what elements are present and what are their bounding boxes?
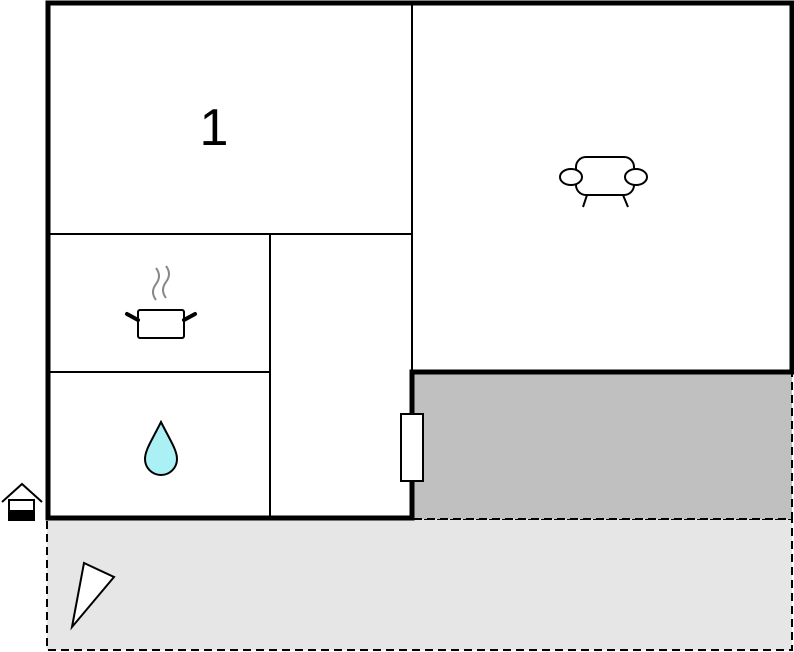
room-bedroom [48, 3, 412, 234]
sofa-icon [559, 156, 648, 208]
house-entrance-icon [1, 482, 43, 521]
interior-walls [48, 3, 413, 518]
cooking-pot-icon [125, 265, 197, 339]
covered-terrace [411, 371, 793, 520]
room-hallway [270, 234, 412, 518]
room-kitchen [48, 234, 270, 372]
bedroom-label: 1 [200, 99, 229, 157]
exterior-walls [45, 0, 794, 521]
outdoor-area [46, 518, 793, 651]
door-icon [400, 413, 424, 482]
water-drop-icon [143, 419, 179, 476]
garden-pointer-icon [70, 561, 116, 631]
